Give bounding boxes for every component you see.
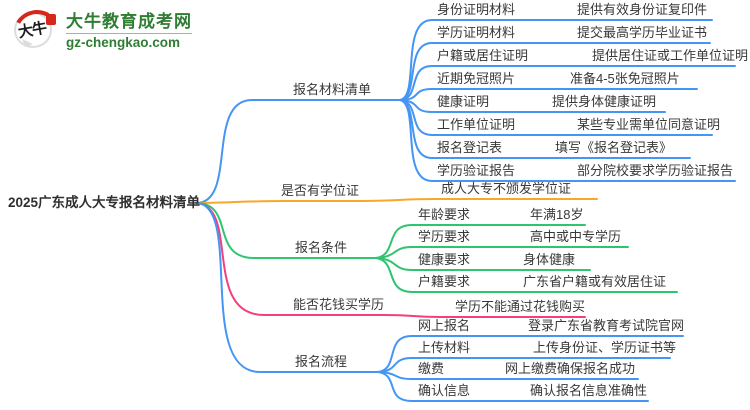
mindmap-node-key: 确认信息 — [418, 383, 471, 398]
brand-domain: gz-chengkao.com — [66, 35, 181, 50]
branch-label-degree: 是否有学位证 — [281, 183, 360, 198]
mindmap-node-key: 健康证明 — [437, 94, 490, 109]
mindmap-node-key: 网上报名 — [418, 318, 471, 333]
mindmap-node-value: 准备4-5张免冠照片 — [570, 71, 680, 86]
mindmap-root: 2025广东成人大专报名材料清单 — [8, 195, 201, 210]
mindmap-node-value: 年满18岁 — [530, 207, 584, 222]
mindmap-node-value: 某些专业需单位同意证明 — [577, 117, 721, 132]
branch-line-process — [196, 202, 684, 402]
mindmap-node-key: 年龄要求 — [418, 207, 471, 222]
logo-bubble-outline — [14, 12, 52, 48]
logo-divider — [66, 33, 192, 34]
mindmap-node-value: 登录广东省教育考试院官网 — [528, 318, 685, 333]
mindmap-node-value: 提交最高学历毕业证书 — [577, 25, 708, 40]
mindmap-node-value: 高中或中专学历 — [530, 229, 622, 244]
branch-line-buy-diploma — [196, 202, 586, 318]
logo-bubble-icon: 大牛 — [7, 4, 67, 64]
logo-seal-icon — [46, 14, 56, 25]
mindmap-node-value: 提供居住证或工作单位证明 — [592, 48, 749, 63]
mindmap-node-value: 上传身份证、学历证书等 — [533, 340, 677, 355]
branch-line-materials — [196, 19, 736, 204]
mindmap-node-value: 网上缴费确保报名成功 — [505, 361, 636, 376]
brand-name: 大牛教育成考网 — [66, 12, 192, 31]
mindmap-node-key: 学历不能通过花钱购买 — [455, 299, 586, 314]
mindmap-node-key: 户籍要求 — [418, 274, 471, 289]
mindmap-node-key: 学历要求 — [418, 229, 471, 244]
branch-label-buy-diploma: 能否花钱买学历 — [293, 297, 385, 312]
mindmap-node-key: 学历验证报告 — [437, 163, 516, 178]
branch-line-conditions — [196, 202, 678, 293]
mindmap-node-value: 提供身体健康证明 — [552, 94, 657, 109]
branch-label-materials: 报名材料清单 — [293, 82, 372, 97]
mindmap-node-value: 广东省户籍或有效居住证 — [523, 274, 667, 289]
mindmap-node-key: 近期免冠照片 — [437, 71, 516, 86]
mindmap-node-key: 健康要求 — [418, 252, 471, 267]
mindmap-node-value: 提供有效身份证复印件 — [577, 2, 708, 17]
mindmap-node-key: 学历证明材料 — [437, 25, 516, 40]
branch-line-degree — [196, 198, 598, 204]
logo-text-block: 大牛教育成考网 gz-chengkao.com — [66, 12, 192, 50]
mindmap-node-key: 成人大专不颁发学位证 — [441, 181, 572, 196]
mindmap-node-key: 户籍或居住证明 — [437, 48, 529, 63]
site-logo: 大牛 大牛教育成考网 gz-chengkao.com — [7, 4, 192, 64]
mindmap-node-key: 上传材料 — [418, 340, 471, 355]
branch-label-process: 报名流程 — [295, 354, 348, 369]
mindmap-node-value: 填写《报名登记表》 — [555, 140, 673, 155]
mindmap-node-key: 报名登记表 — [437, 140, 503, 155]
mindmap-node-key: 缴费 — [418, 361, 445, 376]
branch-label-conditions: 报名条件 — [295, 240, 348, 255]
mindmap-node-key: 身份证明材料 — [437, 2, 516, 17]
mindmap-node-value: 确认报名信息准确性 — [530, 383, 648, 398]
mindmap-node-value: 身体健康 — [523, 252, 576, 267]
mindmap-node-value: 部分院校要求学历验证报告 — [577, 163, 734, 178]
mindmap-node-key: 工作单位证明 — [437, 117, 516, 132]
